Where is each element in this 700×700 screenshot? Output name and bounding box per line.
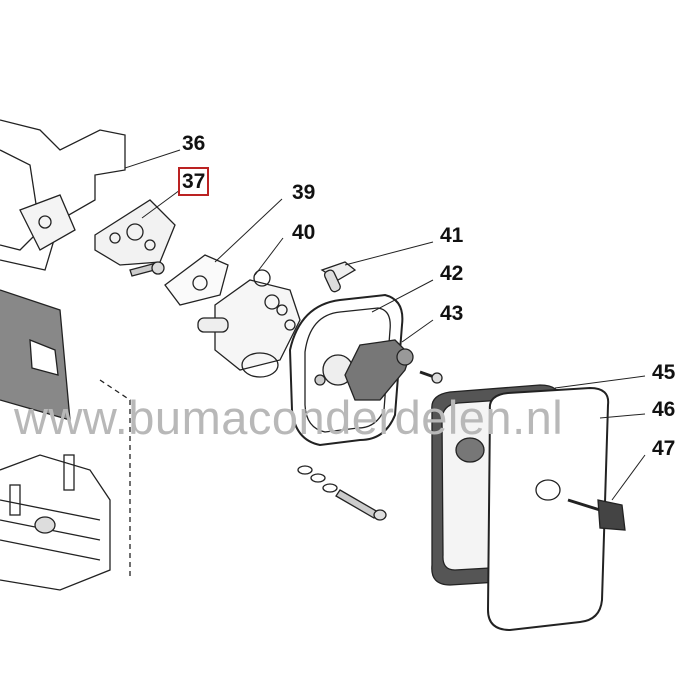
screw-bolt [129,261,165,277]
part-43-choke-shutter [344,339,414,401]
callout-36: 36 [182,132,206,155]
callout-45: 45 [652,361,676,384]
callout-39: 39 [292,181,316,204]
callout-40: 40 [292,221,316,244]
callout-43: 43 [440,302,464,325]
washers-and-bolt [297,465,387,521]
callout-41: 41 [440,224,464,247]
part-46-filter-cover [486,386,610,632]
small-screw [419,370,443,384]
engine-housing [0,119,126,271]
callout-42: 42 [440,262,464,285]
part-40-carburetor [197,269,301,378]
watermark: www.bumaconderdelen.nl [14,391,564,444]
callout-46: 46 [652,398,676,421]
part-37-carb-insulator [94,199,176,266]
part-42-air-filter-base [288,293,404,447]
cylinder-gasket [0,289,71,421]
part-39-gasket [164,254,229,306]
callout-37-highlighted: 37 [177,167,210,196]
part-47-cover-knob [567,498,626,531]
callout-47: 47 [652,437,676,460]
leader-lines [124,149,646,501]
assembly-line [99,379,131,580]
part-41-choke-lever [320,261,357,293]
cylinder-head [0,454,111,591]
